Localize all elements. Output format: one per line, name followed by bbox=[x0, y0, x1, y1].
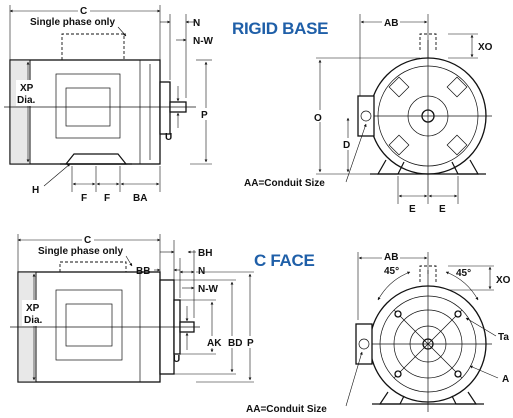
rb-dim-n-w: N-W bbox=[193, 36, 214, 47]
cf-dim-bb: BB bbox=[136, 266, 150, 277]
c-face-title: C FACE bbox=[254, 251, 315, 270]
rb-single-phase-label: Single phase only bbox=[30, 17, 115, 28]
cf-dim-aj: A bbox=[502, 374, 509, 385]
cf-angle-right: 45° bbox=[456, 268, 471, 279]
rb-dim-h: H bbox=[32, 185, 39, 196]
cf-dim-xp-dia: Dia. bbox=[24, 315, 43, 326]
cf-capacitor-outline bbox=[59, 261, 127, 272]
rb-dim-e1: E bbox=[409, 204, 416, 215]
rb-dim-xp-dia: Dia. bbox=[17, 95, 36, 106]
rb-dim-e2: E bbox=[439, 204, 446, 215]
rigid-base-front-view: AB XO O D AA=C bbox=[244, 14, 493, 215]
rb-dim-d: D bbox=[343, 140, 350, 151]
rb-dim-n: N bbox=[193, 18, 200, 29]
cf-dim-p: P bbox=[247, 338, 254, 349]
c-face-front-view: AB 45° 45° XO Ta bbox=[246, 250, 511, 415]
cf-single-phase-label: Single phase only bbox=[38, 246, 123, 257]
rb-dim-c: C bbox=[80, 6, 87, 17]
cf-dim-n: N bbox=[198, 266, 205, 277]
cf-dim-bd: BD bbox=[228, 338, 242, 349]
rigid-base-title: RIGID BASE bbox=[232, 19, 328, 38]
rb-capacitor-outline bbox=[61, 33, 125, 60]
rb-dim-ab: AB bbox=[384, 18, 398, 29]
rb-dim-aa: AA=Conduit Size bbox=[244, 178, 325, 189]
cf-dim-n-w: N-W bbox=[198, 284, 219, 295]
rb-dim-ba: BA bbox=[133, 193, 147, 204]
rb-dim-p: P bbox=[201, 110, 208, 121]
rb-motor-body bbox=[9, 59, 161, 165]
cf-dim-xp: XP bbox=[26, 303, 40, 314]
cf-dim-tap: Ta bbox=[498, 332, 509, 343]
c-face-side-view: C Single phase only BH BB N N-W XP Di bbox=[10, 233, 258, 383]
cf-dim-aa: AA=Conduit Size bbox=[246, 404, 327, 415]
rb-dim-u: U bbox=[165, 132, 172, 143]
rb-conduit-box bbox=[357, 95, 375, 137]
cf-dim-xo: XO bbox=[496, 275, 511, 286]
rb-dim-o: O bbox=[314, 113, 322, 124]
rb-dim-f2: F bbox=[104, 193, 110, 204]
cf-conduit-box bbox=[355, 323, 373, 365]
rb-dim-xo: XO bbox=[478, 42, 493, 53]
cf-angle-left: 45° bbox=[384, 266, 399, 277]
rb-dim-f1: F bbox=[81, 193, 87, 204]
rigid-base-side-view: C Single phase only N N-W XP Dia. bbox=[4, 4, 214, 204]
cf-dim-bh: BH bbox=[198, 248, 212, 259]
cf-dim-ak: AK bbox=[207, 338, 222, 349]
rb-dim-xp: XP bbox=[20, 83, 34, 94]
cf-dim-u: U bbox=[173, 354, 180, 365]
cf-dim-ab: AB bbox=[384, 252, 398, 263]
cf-dim-c: C bbox=[84, 235, 91, 246]
